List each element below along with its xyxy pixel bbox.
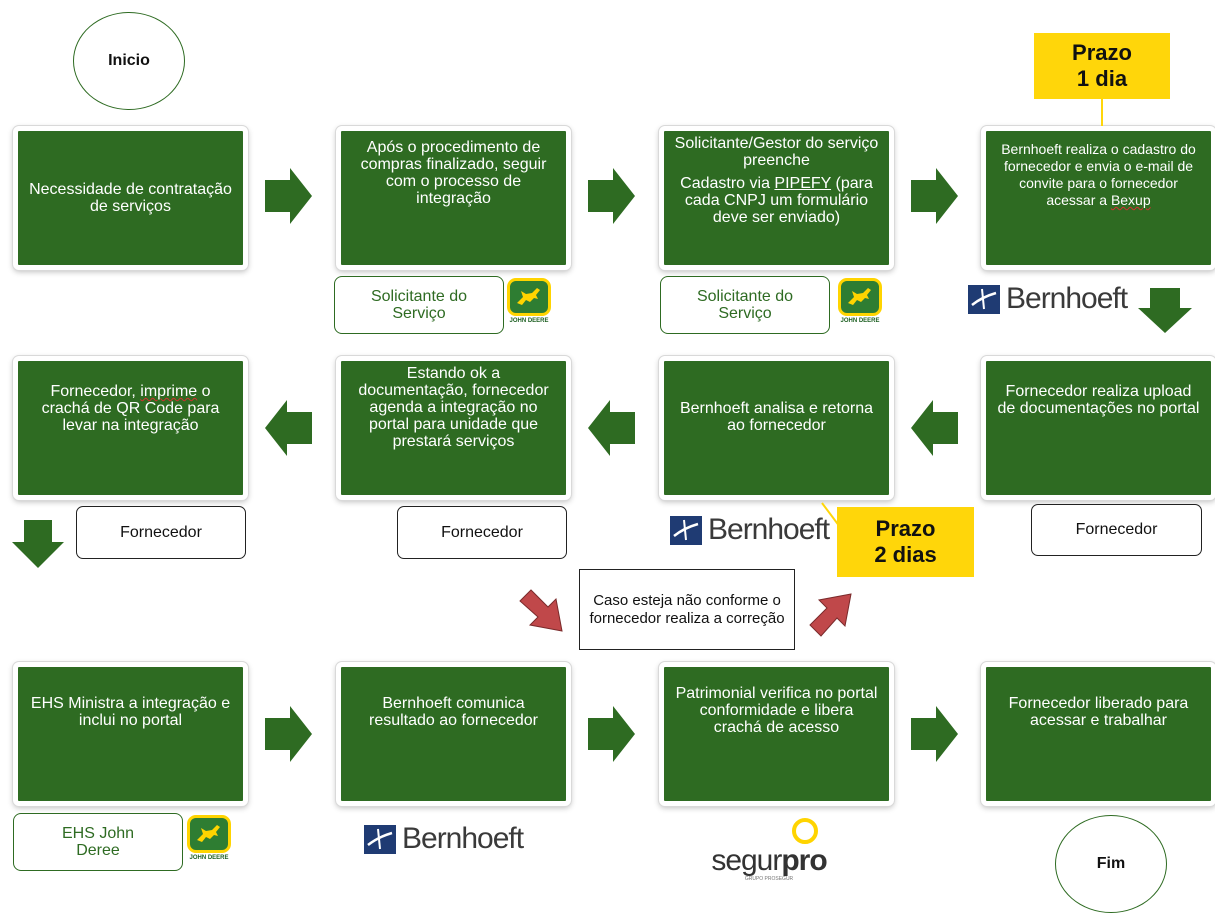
step-necessidade: Necessidade de contratação de serviços	[13, 126, 248, 270]
role-fornecedor-3: Fornecedor	[1031, 504, 1202, 556]
role-solicitante-2-text: Solicitante do Serviço	[696, 288, 794, 322]
segurpro-word-b: pro	[781, 844, 827, 877]
arrow-right-3	[911, 168, 958, 224]
bernhoeft-logo-2-text: Bernhoeft	[708, 513, 830, 546]
bernhoeft-logo-3: Bernhoeft	[364, 822, 524, 856]
john-deere-logo-1: JOHN DEERE	[507, 278, 551, 324]
bexup-prefix: Bernhoeft realiza o cadastro do forneced…	[1001, 141, 1196, 208]
step-apos-procedimento-text: Após o procedimento de compras finalizad…	[360, 139, 547, 207]
step-bernhoeft-cadastro: Bernhoeft realiza o cadastro do forneced…	[981, 126, 1215, 270]
start-label: Inicio	[108, 52, 150, 69]
arrow-down-right	[1138, 288, 1192, 333]
prazo-1-dia: Prazo 1 dia	[1034, 33, 1170, 99]
bernhoeft-logo-1-text: Bernhoeft	[1006, 282, 1128, 315]
red-arrow-left	[519, 589, 563, 632]
segurpro-word-a: segur	[711, 844, 782, 877]
role-fornecedor-1-text: Fornecedor	[120, 523, 202, 541]
role-ehs-text: EHS John Deree	[61, 825, 135, 859]
prazo-2-dias: Prazo 2 dias	[837, 507, 974, 577]
step-agenda-integracao: Estando ok a documentação, fornecedor ag…	[336, 356, 571, 500]
john-deere-logo-1-text: JOHN DEERE	[509, 318, 549, 324]
red-arrow-right	[809, 593, 852, 637]
step-bernhoeft-comunica-text: Bernhoeft comunica resultado ao forneced…	[369, 695, 538, 729]
imprime-suffix: o crachá de QR Code para levar na integr…	[41, 383, 220, 434]
bernhoeft-logo-1: Bernhoeft	[968, 282, 1128, 316]
role-solicitante-2: Solicitante do Serviço	[660, 276, 830, 334]
imprime-prefix: Fornecedor,	[50, 383, 141, 400]
step-ehs-ministra-text: EHS Ministra a integração e inclui no po…	[30, 695, 231, 729]
bernhoeft-logo-3-text: Bernhoeft	[402, 822, 524, 855]
step-upload-documentacoes-text: Fornecedor realiza upload de documentaçõ…	[997, 383, 1200, 417]
correction-note-text: Caso esteja não conforme o fornecedor re…	[589, 591, 785, 627]
arrow-down-left	[12, 520, 64, 568]
arrow-right-1	[265, 168, 312, 224]
role-ehs: EHS John Deree	[13, 813, 183, 871]
step-bernhoeft-comunica: Bernhoeft comunica resultado ao forneced…	[336, 662, 571, 806]
arrow-left-3	[265, 400, 312, 456]
arrow-left-2	[588, 400, 635, 456]
step-apos-procedimento: Após o procedimento de compras finalizad…	[336, 126, 571, 270]
role-fornecedor-2: Fornecedor	[397, 506, 567, 559]
step-fornecedor-liberado: Fornecedor liberado para acessar e traba…	[981, 662, 1215, 806]
step-solicitante-gestor-line1: Solicitante/Gestor do serviço preenche	[674, 135, 879, 169]
role-solicitante-1-text: Solicitante do Serviço	[370, 288, 468, 322]
bernhoeft-mark-icon	[670, 515, 702, 545]
end-label: Fim	[1096, 855, 1126, 872]
bernhoeft-mark-icon	[364, 824, 396, 854]
step-necessidade-text: Necessidade de contratação de serviços	[29, 181, 232, 215]
role-fornecedor-2-text: Fornecedor	[441, 523, 523, 541]
correction-note: Caso esteja não conforme o fornecedor re…	[579, 569, 795, 650]
john-deere-logo-3: JOHN DEERE	[187, 815, 231, 861]
step-solicitante-gestor: Solicitante/Gestor do serviço preenche C…	[659, 126, 894, 270]
step-bernhoeft-analisa-text: Bernhoeft analisa e retorna ao fornecedo…	[679, 400, 873, 434]
pipefy-suffix: (para cada CNPJ um formulário deve ser e…	[684, 175, 873, 226]
deer-icon	[507, 278, 551, 316]
step-agenda-integracao-text: Estando ok a documentação, fornecedor ag…	[358, 365, 549, 450]
arrow-right-6	[911, 706, 958, 762]
step-patrimonial-verifica: Patrimonial verifica no portal conformid…	[659, 662, 894, 806]
john-deere-logo-3-text: JOHN DEERE	[189, 855, 229, 861]
prazo-1-line1: Prazo	[1072, 40, 1132, 65]
bexup-link: Bexup	[1110, 192, 1151, 208]
prazo-1-line2: 1 dia	[1076, 66, 1128, 91]
deer-icon	[187, 815, 231, 853]
step-upload-documentacoes: Fornecedor realiza upload de documentaçõ…	[981, 356, 1215, 500]
step-imprime-cracha: Fornecedor, imprime o crachá de QR Code …	[13, 356, 248, 500]
john-deere-logo-2: JOHN DEERE	[838, 278, 882, 324]
imprime-word: imprime	[140, 383, 198, 400]
step-bernhoeft-analisa: Bernhoeft analisa e retorna ao fornecedo…	[659, 356, 894, 500]
prazo-2-line1: Prazo	[875, 516, 936, 541]
pipefy-prefix: Cadastro via	[680, 175, 775, 192]
john-deere-logo-2-text: JOHN DEERE	[840, 318, 880, 324]
segurpro-ring-icon	[792, 818, 818, 844]
bernhoeft-logo-2: Bernhoeft	[670, 513, 830, 547]
deer-icon	[838, 278, 882, 316]
role-solicitante-1: Solicitante do Serviço	[334, 276, 504, 334]
arrow-right-5	[588, 706, 635, 762]
arrow-left-1	[911, 400, 958, 456]
step-patrimonial-verifica-text: Patrimonial verifica no portal conformid…	[675, 685, 878, 736]
bernhoeft-mark-icon	[968, 284, 1000, 314]
segurpro-logo: segurpro GRUPO PROSEGUR	[708, 816, 830, 882]
step-ehs-ministra: EHS Ministra a integração e inclui no po…	[13, 662, 248, 806]
role-fornecedor-1: Fornecedor	[76, 506, 246, 559]
role-fornecedor-3-text: Fornecedor	[1075, 521, 1158, 538]
prazo-2-line2: 2 dias	[874, 542, 937, 567]
step-fornecedor-liberado-text: Fornecedor liberado para acessar e traba…	[1008, 695, 1189, 729]
end-node: Fim	[1055, 815, 1167, 913]
start-node: Inicio	[73, 12, 185, 110]
segurpro-sub: GRUPO PROSEGUR	[744, 876, 794, 882]
arrow-right-2	[588, 168, 635, 224]
arrow-right-4	[265, 706, 312, 762]
pipefy-link[interactable]: PIPEFY	[774, 175, 832, 192]
